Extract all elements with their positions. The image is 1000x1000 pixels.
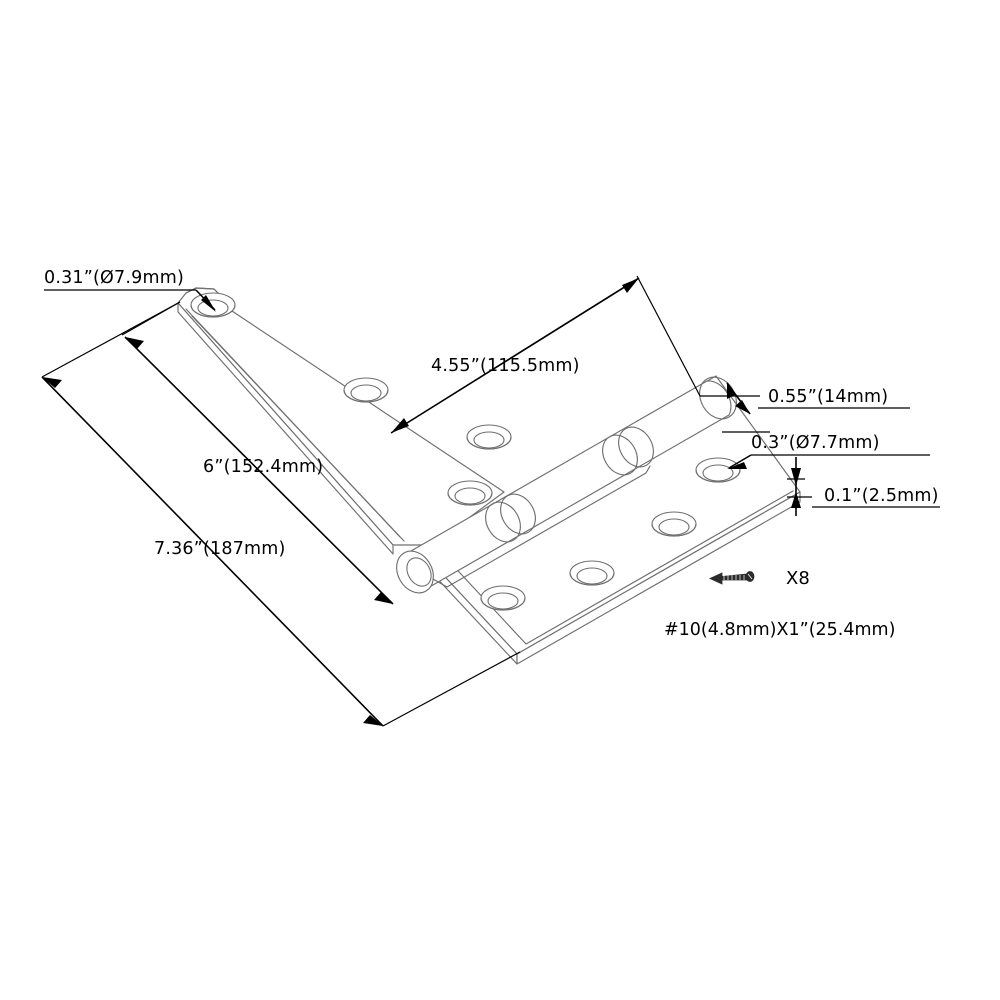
left-leaf-front-thickness bbox=[177, 302, 394, 555]
screw-spec-label: #10(4.8mm)X1”(25.4mm) bbox=[664, 620, 895, 640]
dim-leaf-width: 4.55”(115.5mm) bbox=[390, 275, 701, 434]
right-leaf-holes bbox=[480, 457, 741, 611]
dim-label-leaf-width: 4.55”(115.5mm) bbox=[431, 356, 580, 376]
dim-plate-thickness: 0.1”(2.5mm) bbox=[787, 457, 940, 516]
left-leaf-scribe-line-2 bbox=[191, 315, 405, 542]
screw-quantity-label: X8 bbox=[786, 568, 810, 589]
dim-label-hole-dia-top: 0.31”(Ø7.9mm) bbox=[44, 268, 184, 288]
countersunk-hole bbox=[343, 377, 389, 403]
left-leaf-holes bbox=[190, 292, 512, 506]
dim-label-hole-dia-side: 0.3”(Ø7.7mm) bbox=[751, 433, 880, 453]
right-leaf-group bbox=[417, 375, 801, 665]
hardware-group: X8 #10(4.8mm)X1”(25.4mm) bbox=[664, 568, 895, 640]
countersunk-hole bbox=[480, 585, 526, 611]
left-leaf-group bbox=[177, 287, 512, 555]
dim-label-overall-length: 7.36”(187mm) bbox=[154, 539, 286, 559]
dim-knuckle-dia: 0.55”(14mm) bbox=[700, 382, 910, 433]
barrel-leaf-web-right bbox=[631, 465, 651, 482]
dim-label-strap-length: 6”(152.4mm) bbox=[203, 457, 323, 477]
hinge-barrel-group bbox=[396, 376, 737, 594]
barrel-end-cap bbox=[396, 550, 434, 594]
countersunk-hole bbox=[569, 560, 615, 586]
right-leaf-right-thickness bbox=[516, 491, 801, 665]
knuckle-joint-line-2b bbox=[618, 426, 654, 468]
countersunk-hole bbox=[466, 424, 512, 450]
dim-strap-length: 6”(152.4mm) bbox=[121, 301, 394, 605]
dim-hole-dia-top: 0.31”(Ø7.9mm) bbox=[44, 268, 216, 312]
knuckle-joint-line-2 bbox=[602, 434, 638, 476]
dim-label-knuckle-dia: 0.55”(14mm) bbox=[768, 387, 888, 407]
countersunk-hole bbox=[447, 480, 493, 506]
knuckle-joint-line-1 bbox=[485, 501, 521, 543]
dim-overall-length: 7.36”(187mm) bbox=[41, 301, 521, 727]
knuckle-joint-line-1b bbox=[500, 493, 536, 535]
left-leaf-top-face bbox=[177, 287, 505, 546]
dim-label-plate-thickness: 0.1”(2.5mm) bbox=[824, 486, 939, 506]
countersunk-hole bbox=[190, 292, 236, 318]
countersunk-hole bbox=[651, 511, 697, 537]
countersunk-hole bbox=[695, 457, 741, 483]
screw-icon bbox=[709, 571, 755, 585]
barrel-leaf-web-left bbox=[432, 480, 633, 588]
right-leaf-scribe-line bbox=[433, 490, 794, 645]
dim-hole-dia-side: 0.3”(Ø7.7mm) bbox=[727, 433, 930, 469]
